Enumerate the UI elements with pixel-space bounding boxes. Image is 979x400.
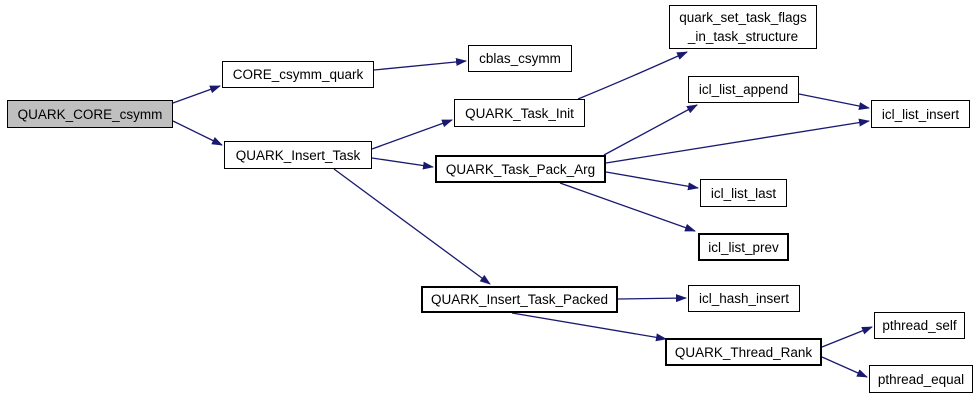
node-label: icl_list_prev (708, 239, 779, 255)
edge-quark-thread-rank-to-pthread-self (821, 326, 873, 348)
edge-quark-task-pack-arg-to-icl-list-last (605, 171, 699, 191)
graph-node-pthread-self[interactable]: pthread_self (874, 312, 965, 339)
edge-quark-task-pack-arg-to-icl-list-append (603, 104, 698, 156)
graph-node-core-csymm-quark[interactable]: CORE_csymm_quark (222, 61, 374, 88)
graph-node-icl-hash-insert[interactable]: icl_hash_insert (688, 285, 800, 312)
node-label: pthread_equal (877, 371, 965, 387)
edge-quark-insert-task-to-quark-task-init (371, 119, 453, 150)
edge-quark-insert-task-to-quark-insert-task-packed (333, 168, 491, 285)
node-label: QUARK_Insert_Task_Packed (430, 292, 609, 307)
node-label: pthread_self (882, 318, 957, 333)
graph-node-quark-thread-rank[interactable]: QUARK_Thread_Rank (665, 338, 822, 366)
graph-node-icl-list-append[interactable]: icl_list_append (688, 76, 799, 103)
graph-node-icl-list-prev[interactable]: icl_list_prev (698, 233, 789, 261)
graph-node-cblas-csymm[interactable]: cblas_csymm (468, 45, 572, 72)
graph-node-quark-insert-task[interactable]: QUARK_Insert_Task (224, 141, 372, 169)
edge-quark-insert-task-packed-to-quark-thread-rank (511, 312, 667, 342)
node-label: QUARK_Insert_Task (235, 147, 361, 163)
edge-quark-task-init-to-quark-set-task-flags-in-task-structure (577, 51, 688, 100)
graph-node-quark-core-csymm[interactable]: QUARK_CORE_csymm (7, 100, 173, 128)
edge-quark-insert-task-to-quark-task-pack-arg (371, 157, 434, 170)
node-label: quark_set_task_flags (679, 10, 807, 25)
node-label: CORE_csymm_quark (232, 67, 364, 82)
node-label: _in_task_structure (687, 29, 799, 44)
edge-quark-insert-task-packed-to-icl-hash-insert (617, 294, 687, 303)
graph-node-icl-list-insert[interactable]: icl_list_insert (871, 100, 970, 128)
node-label: icl_hash_insert (698, 291, 790, 306)
node-label: icl_list_insert (881, 106, 960, 122)
graph-node-icl-list-last[interactable]: icl_list_last (700, 179, 787, 207)
graph-node-pthread-equal[interactable]: pthread_equal (869, 365, 973, 393)
graph-node-quark-insert-task-packed[interactable]: QUARK_Insert_Task_Packed (421, 286, 618, 313)
edge-quark-thread-rank-to-pthread-equal (821, 356, 868, 378)
node-label: QUARK_Thread_Rank (674, 344, 813, 360)
edge-core-csymm-quark-to-cblas-csymm (373, 57, 467, 71)
node-label: QUARK_CORE_csymm (17, 106, 163, 122)
edge-icl-list-append-to-icl-list-insert (798, 93, 870, 110)
edge-quark-core-csymm-to-quark-insert-task (172, 120, 223, 146)
node-label: QUARK_Task_Pack_Arg (445, 161, 596, 177)
node-label: cblas_csymm (479, 51, 561, 66)
graph-node-quark-task-pack-arg[interactable]: QUARK_Task_Pack_Arg (435, 155, 606, 183)
graph-node-quark-set-task-flags-in-task-structure[interactable]: quark_set_task_flags _in_task_structure (669, 5, 817, 49)
edge-quark-core-csymm-to-core-csymm-quark (172, 85, 221, 104)
node-label: icl_list_append (698, 82, 789, 97)
node-label: QUARK_Task_Init (465, 105, 574, 121)
edge-quark-task-pack-arg-to-icl-list-insert (605, 118, 870, 164)
graph-node-quark-task-init[interactable]: QUARK_Task_Init (454, 99, 585, 127)
node-label: icl_list_last (710, 185, 777, 201)
edge-quark-task-pack-arg-to-icl-list-prev (559, 182, 696, 232)
